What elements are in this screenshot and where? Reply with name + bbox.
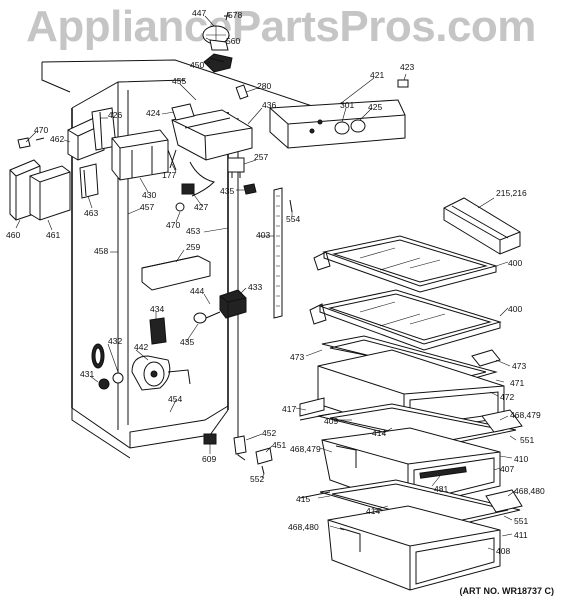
- callout-435-top: 435: [220, 186, 234, 196]
- callout-421: 421: [370, 70, 384, 80]
- pan-cover-glass: [299, 403, 523, 447]
- callout-473-right: 473: [512, 361, 526, 371]
- callout-400-lower: 400: [508, 304, 522, 314]
- callout-431: 431: [80, 369, 94, 379]
- callout-455: 455: [172, 76, 186, 86]
- callout-432: 432: [108, 336, 122, 346]
- callout-578: 578: [228, 10, 242, 20]
- door-bin: [443, 197, 521, 255]
- glass-shelf-lower: [309, 289, 502, 351]
- leader-lines: [15, 15, 517, 551]
- callout-424: 424: [146, 108, 160, 118]
- callout-461: 461: [46, 230, 60, 240]
- callout-473-left: 473: [290, 352, 304, 362]
- callout-177: 177: [162, 170, 176, 180]
- callout-436: 436: [262, 100, 276, 110]
- callout-458: 458: [94, 246, 108, 256]
- callout-411: 411: [514, 530, 528, 540]
- callout-417: 417: [282, 404, 296, 414]
- lower-drawer: [327, 505, 501, 591]
- glass-shelf-upper: [313, 235, 498, 293]
- art-number: (ART NO. WR18737 C): [459, 586, 554, 596]
- callout-423: 423: [400, 62, 414, 72]
- callout-468-480-left: 468,480: [288, 522, 319, 532]
- light-shield-and-fan: [91, 255, 273, 475]
- left-brackets: [9, 107, 169, 221]
- callout-450: 450: [190, 60, 204, 70]
- callout-415: 415: [296, 494, 310, 504]
- callout-259: 259: [186, 242, 200, 252]
- callout-labels: 447 578 560 450 455 280 421 423 426 424 …: [6, 8, 545, 556]
- callout-215-216: 215,216: [496, 188, 527, 198]
- callout-257: 257: [254, 152, 268, 162]
- callout-460: 460: [6, 230, 20, 240]
- callout-468-479-right: 468,479: [510, 410, 541, 420]
- callout-551-upper: 551: [520, 435, 534, 445]
- callout-468-480-right: 468,480: [514, 486, 545, 496]
- callout-470-mid: 470: [166, 220, 180, 230]
- callout-435-mid: 435: [180, 337, 194, 347]
- callout-280: 280: [257, 81, 271, 91]
- callout-454: 454: [168, 394, 182, 404]
- callout-453: 453: [186, 226, 200, 236]
- callout-451: 451: [272, 440, 286, 450]
- callout-452: 452: [262, 428, 276, 438]
- callout-609: 609: [202, 454, 216, 464]
- air-duct-cover: [171, 109, 253, 161]
- callout-409: 409: [324, 416, 338, 426]
- callout-444: 444: [190, 286, 204, 296]
- callout-407: 407: [500, 464, 514, 474]
- callout-403: 403: [256, 230, 270, 240]
- callout-434: 434: [150, 304, 164, 314]
- callout-426: 426: [108, 110, 122, 120]
- callout-410: 410: [514, 454, 528, 464]
- callout-457: 457: [140, 202, 154, 212]
- callout-463: 463: [84, 208, 98, 218]
- callout-468-479-left: 468,479: [290, 444, 321, 454]
- callout-425: 425: [368, 102, 382, 112]
- callout-551-lower: 551: [514, 516, 528, 526]
- callout-554: 554: [286, 214, 300, 224]
- callout-414-lower: 414: [366, 506, 380, 516]
- callout-433: 433: [248, 282, 262, 292]
- callout-414-upper: 414: [372, 428, 386, 438]
- callout-408: 408: [496, 546, 510, 556]
- callout-442: 442: [134, 342, 148, 352]
- callout-472: 472: [500, 392, 514, 402]
- callout-427: 427: [194, 202, 208, 212]
- callout-301: 301: [340, 100, 354, 110]
- callout-447: 447: [192, 8, 206, 18]
- callout-481: 481: [434, 484, 448, 494]
- callout-552: 552: [250, 474, 264, 484]
- small-parts-top: [167, 79, 409, 212]
- callout-430: 430: [142, 190, 156, 200]
- callout-400-upper: 400: [508, 258, 522, 268]
- control-housing: [269, 99, 406, 149]
- callout-560: 560: [226, 36, 240, 46]
- callout-462: 462: [50, 134, 64, 144]
- callout-470-top: 470: [34, 125, 48, 135]
- shelf-ladder: [273, 187, 293, 319]
- callout-471: 471: [510, 378, 524, 388]
